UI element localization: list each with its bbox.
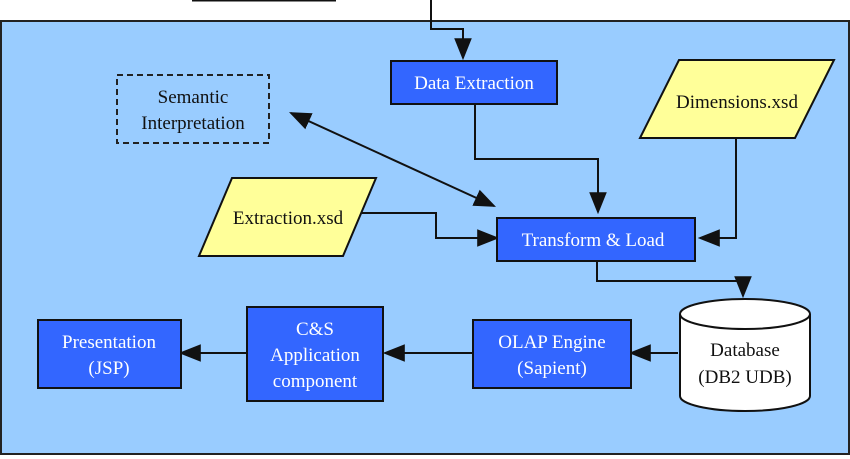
node-label-line-2: (DB2 UDB) (698, 367, 791, 388)
node-label: Dimensions.xsd (676, 92, 798, 113)
node-semantic-interpretation[interactable]: Semantic Interpretation (116, 74, 270, 144)
node-database[interactable]: Database (DB2 UDB) (679, 298, 811, 412)
node-label-line-1: Database (710, 340, 780, 361)
node-cs-application[interactable]: C&S Application component (246, 306, 384, 402)
node-label-line-2: Application (270, 345, 360, 366)
node-label-line-2: (Sapient) (517, 358, 587, 379)
node-dimensions-xsd[interactable]: Dimensions.xsd (638, 59, 836, 139)
node-label-line-1: C&S (296, 319, 334, 340)
node-olap-engine[interactable]: OLAP Engine (Sapient) (472, 319, 632, 389)
node-transform-load[interactable]: Transform & Load (496, 217, 696, 262)
node-data-extraction[interactable]: Data Extraction (390, 60, 558, 105)
node-label-line-1: OLAP Engine (498, 332, 605, 353)
node-extraction-xsd[interactable]: Extraction.xsd (197, 177, 378, 257)
edges (178, 0, 752, 362)
edge-extraction-xsd-to-transform (362, 212, 500, 247)
node-label-line-3: component (273, 371, 358, 392)
node-label: Data Extraction (414, 73, 534, 94)
node-label-line-2: (JSP) (88, 358, 129, 379)
edge-dimensions-to-transform (697, 139, 737, 247)
node-label-line-2: Interpretation (141, 113, 245, 134)
node-label-line-1: Presentation (62, 332, 156, 353)
node-presentation[interactable]: Presentation (JSP) (37, 319, 182, 389)
node-label-line-1: Semantic (158, 87, 229, 108)
node-label: Extraction.xsd (233, 208, 344, 229)
node-label: Transform & Load (522, 230, 665, 251)
edge-semantic-transform-bidirectional (288, 112, 497, 207)
edge-transform-to-database (596, 260, 752, 299)
edge-source-to-data-extraction (430, 0, 472, 61)
